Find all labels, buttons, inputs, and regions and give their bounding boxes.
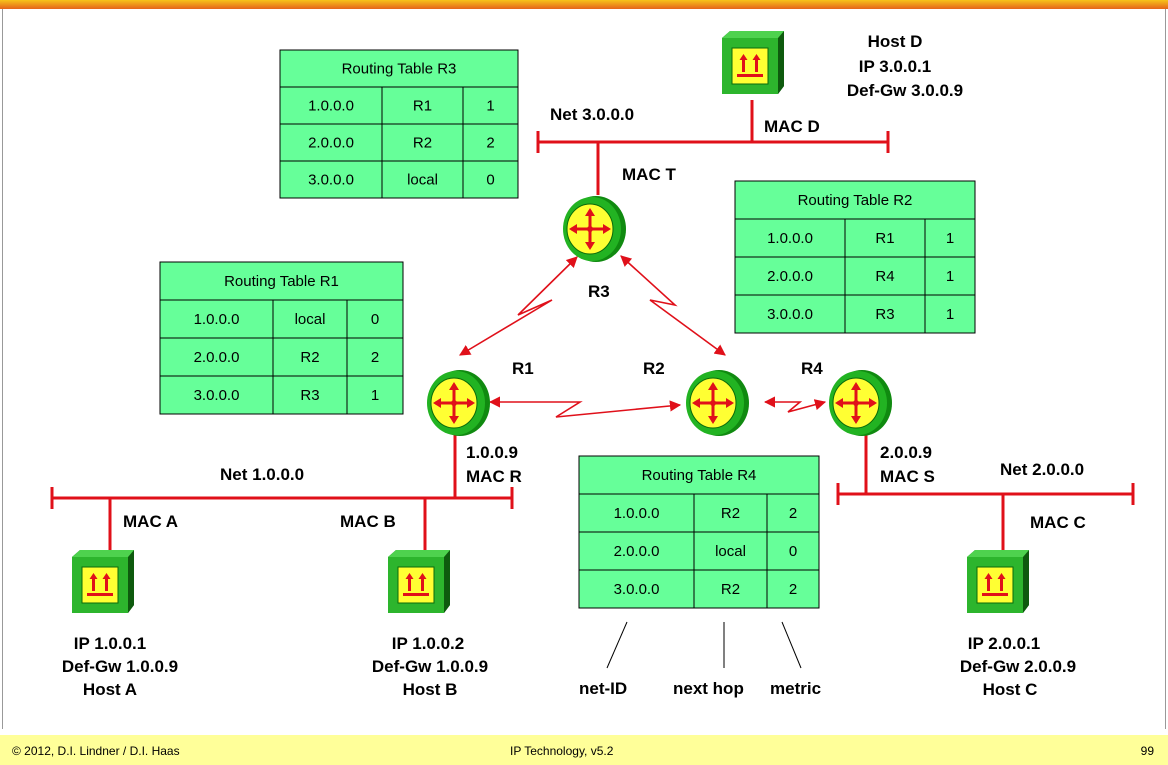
table-cell: R4 bbox=[875, 268, 894, 285]
left-border bbox=[2, 9, 3, 729]
mac-b-label: MAC B bbox=[340, 512, 396, 531]
host-a-gw: Def-Gw 1.0.0.9 bbox=[62, 657, 178, 676]
table-title: Routing Table R4 bbox=[642, 467, 757, 484]
table-cell: 1.0.0.0 bbox=[767, 230, 813, 247]
router-r3-label: R3 bbox=[588, 282, 610, 301]
net2-label: Net 2.0.0.0 bbox=[1000, 460, 1084, 479]
table-cell: 0 bbox=[371, 311, 379, 328]
table-cell: R3 bbox=[875, 306, 894, 323]
table-cell: 1 bbox=[486, 98, 494, 115]
r1-ip-label: 1.0.0.9 bbox=[466, 443, 518, 462]
table-cell: 2.0.0.0 bbox=[194, 349, 240, 366]
table-cell: 3.0.0.0 bbox=[614, 581, 660, 598]
legend-netid: net-ID bbox=[579, 679, 627, 698]
legend-nexthop: next hop bbox=[673, 679, 744, 698]
router-r3-icon bbox=[561, 194, 628, 264]
router-r2-label: R2 bbox=[643, 359, 665, 378]
title-bar bbox=[0, 0, 1168, 9]
table-title: Routing Table R3 bbox=[342, 61, 457, 78]
host-b-ip: IP 1.0.0.2 bbox=[392, 634, 464, 653]
table-cell: 2 bbox=[789, 581, 797, 598]
net3-label: Net 3.0.0.0 bbox=[550, 105, 634, 124]
footer-page-number: 99 bbox=[1140, 744, 1154, 758]
table-cell: 1.0.0.0 bbox=[614, 505, 660, 522]
table-cell: local bbox=[295, 311, 326, 328]
table-cell: R2 bbox=[300, 349, 319, 366]
table-cell: 3.0.0.0 bbox=[308, 172, 354, 189]
table-cell: 0 bbox=[789, 543, 797, 560]
table-cell: R1 bbox=[413, 98, 432, 115]
host-d-ip: IP 3.0.0.1 bbox=[859, 57, 931, 76]
table-cell: 1 bbox=[371, 387, 379, 404]
link-r3-r1 bbox=[459, 256, 578, 356]
table-cell: 2 bbox=[789, 505, 797, 522]
table-cell: R1 bbox=[875, 230, 894, 247]
table-cell: 1 bbox=[946, 306, 954, 323]
table-cell: 1 bbox=[946, 268, 954, 285]
table-cell: 1 bbox=[946, 230, 954, 247]
router-r1-icon bbox=[425, 368, 492, 438]
table-title: Routing Table R2 bbox=[798, 192, 913, 209]
host-b-icon bbox=[387, 549, 451, 614]
host-b-gw: Def-Gw 1.0.0.9 bbox=[372, 657, 488, 676]
host-a-name: Host A bbox=[83, 680, 137, 699]
right-border bbox=[1165, 9, 1166, 729]
table-cell: 2.0.0.0 bbox=[308, 135, 354, 152]
link-r3-r2 bbox=[620, 255, 726, 356]
routing-table-r2: Routing Table R2 1.0.0.0 R1 1 2.0.0.0 R4 1 3.0.… bbox=[734, 180, 976, 334]
router-r2-icon bbox=[684, 368, 751, 438]
link-r2-r4 bbox=[763, 396, 827, 413]
host-d-gw: Def-Gw 3.0.0.9 bbox=[847, 81, 963, 100]
host-a-ip: IP 1.0.0.1 bbox=[74, 634, 146, 653]
table-cell: 3.0.0.0 bbox=[767, 306, 813, 323]
table-cell: local bbox=[715, 543, 746, 560]
footer-copyright: © 2012, D.I. Lindner / D.I. Haas bbox=[12, 744, 180, 758]
table-cell: R2 bbox=[721, 505, 740, 522]
host-b-name: Host B bbox=[403, 680, 458, 699]
mac-t-label: MAC T bbox=[622, 165, 676, 184]
mac-r-label: MAC R bbox=[466, 467, 522, 486]
link-r1-r2 bbox=[488, 396, 682, 418]
mac-d-label: MAC D bbox=[764, 117, 820, 136]
routing-table-r1: Routing Table R1 1.0.0.0 local 0 2.0.0.0 R2 2 3… bbox=[159, 261, 404, 415]
table-cell: 1.0.0.0 bbox=[308, 98, 354, 115]
host-d-name: Host D bbox=[868, 32, 923, 51]
table-cell: 2.0.0.0 bbox=[767, 268, 813, 285]
footer-title: IP Technology, v5.2 bbox=[510, 744, 614, 758]
table-title: Routing Table R1 bbox=[224, 273, 339, 290]
r4-ip-label: 2.0.0.9 bbox=[880, 443, 932, 462]
host-c-icon bbox=[966, 549, 1030, 614]
legend-metric: metric bbox=[770, 679, 821, 698]
mac-s-label: MAC S bbox=[880, 467, 935, 486]
router-r1-label: R1 bbox=[512, 359, 534, 378]
host-c-ip: IP 2.0.0.1 bbox=[968, 634, 1040, 653]
net1-label: Net 1.0.0.0 bbox=[220, 465, 304, 484]
router-r4-icon bbox=[827, 368, 894, 438]
table-cell: 0 bbox=[486, 172, 494, 189]
table-cell: 2 bbox=[371, 349, 379, 366]
table-cell: R3 bbox=[300, 387, 319, 404]
table-cell: 2.0.0.0 bbox=[614, 543, 660, 560]
mac-c-label: MAC C bbox=[1030, 513, 1086, 532]
footer: © 2012, D.I. Lindner / D.I. Haas IP Tech… bbox=[0, 735, 1168, 765]
table-cell: 3.0.0.0 bbox=[194, 387, 240, 404]
network-diagram: R3 R1 R2 R4 Net 1.0.0.0 Net 2.0.0.0 Net … bbox=[50, 30, 1135, 699]
mac-a-label: MAC A bbox=[123, 512, 178, 531]
host-c-name: Host C bbox=[983, 680, 1038, 699]
host-c-gw: Def-Gw 2.0.0.9 bbox=[960, 657, 1076, 676]
host-d-icon bbox=[721, 30, 785, 95]
table-cell: 2 bbox=[486, 135, 494, 152]
table-cell: local bbox=[407, 172, 438, 189]
router-r4-label: R4 bbox=[801, 359, 823, 378]
table-cell: R2 bbox=[721, 581, 740, 598]
table-cell: R2 bbox=[413, 135, 432, 152]
routing-table-r3: Routing Table R3 1.0.0.0 R1 1 2.0.0.0 R2 2 3.0.… bbox=[279, 49, 519, 199]
host-a-icon bbox=[71, 549, 135, 614]
table-cell: 1.0.0.0 bbox=[194, 311, 240, 328]
